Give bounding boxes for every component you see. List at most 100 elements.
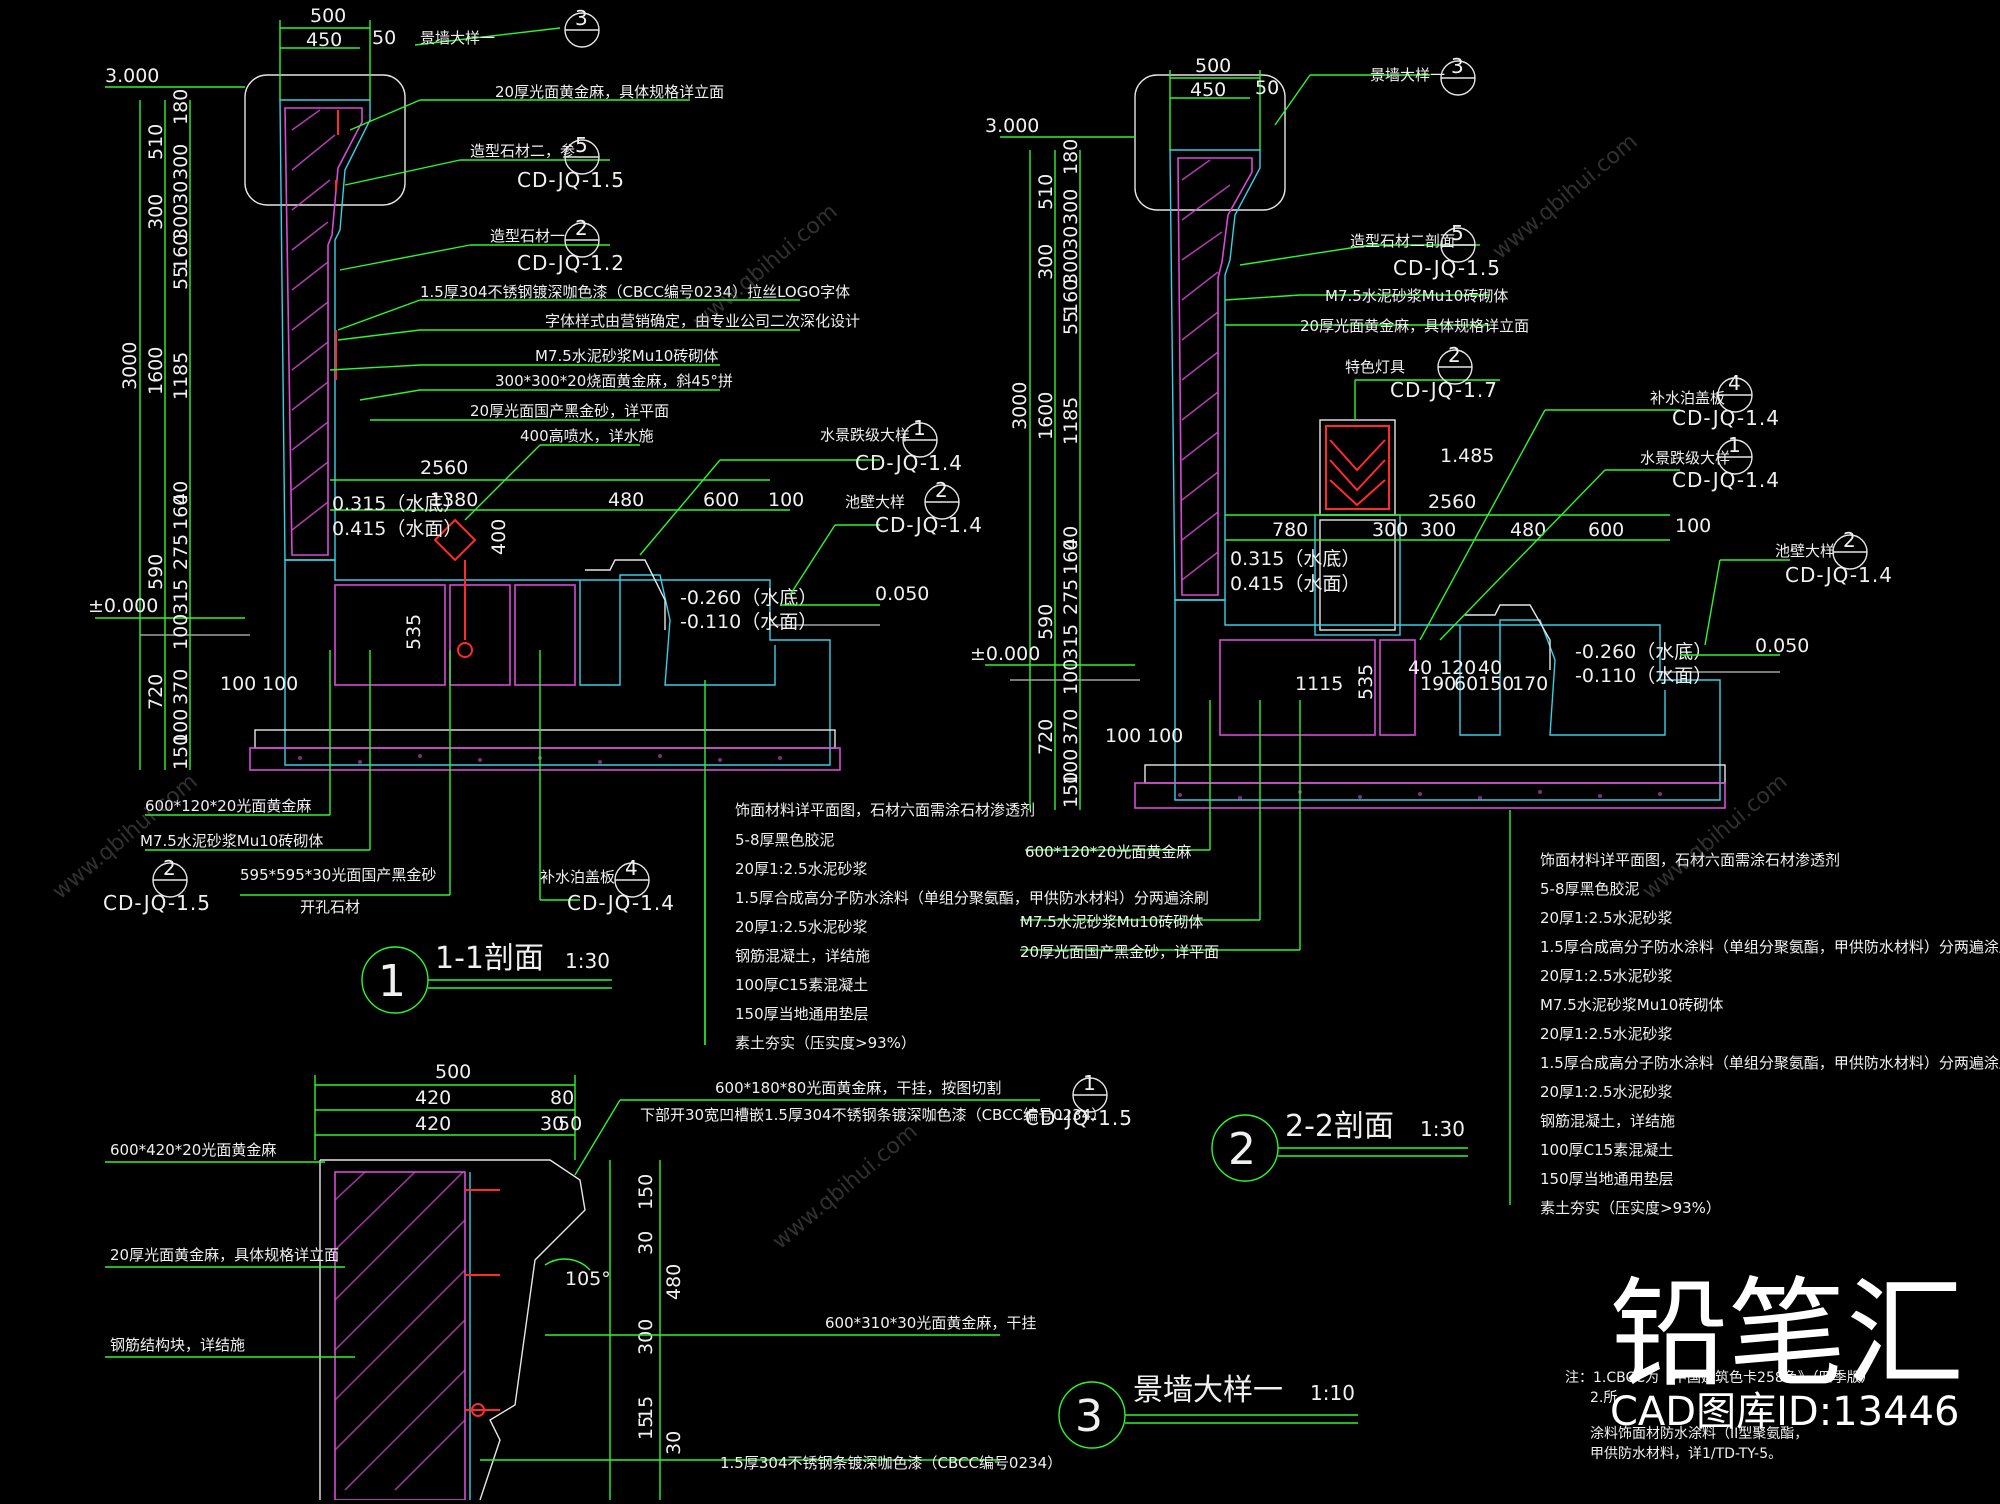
base-cushion-2 (1134, 782, 1726, 809)
dim-275-1: 275 (170, 534, 192, 570)
ref-2-2-num: 2 (1448, 343, 1462, 367)
label-2-4: 特色灯具 (1345, 358, 1405, 376)
label-1-15: 开孔石材 (300, 898, 360, 916)
pool-structure-2 (1174, 599, 1721, 801)
dim-510-1: 510 (145, 124, 167, 160)
d3-label-0: 600*420*20光面黄金麻 (110, 1141, 276, 1159)
dim-160b-2: 160 (1060, 539, 1082, 575)
ref-1-5-code: CD-JQ-1.5 (103, 891, 211, 915)
label-1-9: 水景跌级大样 (820, 426, 910, 444)
title-scale-1: 1:30 (565, 949, 610, 973)
pool-block-3 (514, 584, 576, 686)
notes: 注：1.CBCC为《中国建筑色卡258色》（四季版） 2.所 涂料饰面材防水涂料… (1565, 1369, 1875, 1462)
ref-2-1-num: 5 (1451, 221, 1465, 245)
ref-1-2-code: CD-JQ-1.2 (517, 251, 625, 275)
title-symbol-1: 1 (378, 956, 406, 1007)
ref-2-3-code: CD-JQ-1.4 (1672, 406, 1780, 430)
dim-100-p2: 100 (1675, 515, 1711, 537)
d3-dim-30b: 30 (663, 1431, 685, 1455)
dim-100b-2: 100 (1060, 749, 1082, 785)
elev-top-2: 3.000 (985, 115, 1039, 137)
ref-1-1-num: 5 (575, 133, 589, 157)
label-2-8: 600*120*20光面黄金麻 (1025, 843, 1191, 861)
ref-1-5-num: 2 (163, 856, 177, 880)
label-1-6: 300*300*20烧面黄金麻，斜45°拼 (495, 372, 733, 390)
base-concrete-2 (1144, 764, 1726, 784)
step-coping-2 (1465, 604, 1551, 670)
d3-label-3: 600*180*80光面黄金麻，干挂，按图切割 (715, 1079, 1001, 1097)
layer-2-9: 钢筋混凝土，详结施 (1540, 1112, 1675, 1130)
ref-bubbles-1: 3 5 CD-JQ-1.5 2 CD-JQ-1.2 1 CD-JQ-1.4 2 … (103, 6, 982, 915)
wall-brick-2 (1177, 157, 1253, 596)
title-symbol-3: 3 (1075, 1391, 1103, 1442)
dim-1600-1: 1600 (145, 347, 167, 395)
dim-100d-2: 100 (1147, 725, 1183, 747)
dim-150-1: 150 (170, 734, 192, 770)
pool2-surface-1: -0.110（水面） (680, 611, 817, 633)
dim-300b-2: 300 (1060, 249, 1082, 285)
dim-590-2: 590 (1035, 604, 1057, 640)
dim-3000-1: 3000 (119, 342, 141, 390)
step-pool-2 (1459, 619, 1666, 736)
d3-label-2: 钢筋结构块，详结施 (110, 1336, 245, 1354)
label-2-0: 景墙大样一 (1370, 66, 1445, 84)
layer-2-8: 20厚1:2.5水泥砂浆 (1540, 1083, 1673, 1101)
dim-160b-1: 160 (170, 494, 192, 530)
dim-275-2: 275 (1060, 579, 1082, 615)
dim-top-450-1: 450 (306, 29, 342, 51)
dim-315-1: 315 (170, 579, 192, 615)
revision-cloud-2 (1134, 74, 1286, 211)
d3-dim-420a: 420 (415, 1087, 451, 1109)
d3-dim-420b: 420 (415, 1113, 451, 1135)
label-1-14: 595*595*30光面国产黑金砂 (240, 866, 436, 884)
label-1-16: 补水泊盖板 (540, 868, 615, 886)
ref-1-6-code: CD-JQ-1.4 (567, 891, 675, 915)
fountain-nozzle (433, 518, 477, 658)
dim-55-2: 55 (1060, 311, 1082, 335)
d3-dim-30a: 30 (635, 1231, 657, 1255)
dim-40-1: 40 (170, 481, 192, 505)
title-text-2: 2-2剖面 (1285, 1109, 1394, 1144)
lamp-elev: 1.485 (1440, 445, 1494, 467)
dim-1185-2: 1185 (1060, 397, 1082, 445)
dim-2560-1: 2560 (420, 457, 468, 479)
ref-1-3-num: 1 (913, 416, 927, 440)
label-1-4: 字体样式由营销确定，由专业公司二次深化设计 (545, 312, 860, 330)
dim-1380-1: 1380 (430, 489, 478, 511)
brand-watermark: 铅笔汇 (1610, 1265, 1964, 1403)
dim-30-2: 30 (1060, 226, 1082, 250)
dim-100-1: 100 (170, 614, 192, 650)
d3-dim-500: 500 (435, 1061, 471, 1083)
title-2-2: 2 2-2剖面 1:30 (1211, 1109, 1468, 1182)
label-1-8: 400高喷水，详水施 (520, 427, 654, 445)
dim-60-2: 60 (1454, 673, 1478, 695)
dim-100c-1: 100 (220, 673, 256, 695)
layer-2-3: 1.5厚合成高分子防水涂料（单组分聚氨酯，甲供防水材料）分两遍涂刷 (1540, 938, 2000, 956)
layer-2-2: 20厚1:2.5水泥砂浆 (1540, 909, 1673, 927)
watermark-url-4: www.qbihui.com (768, 1119, 923, 1254)
dim-590-1: 590 (145, 554, 167, 590)
dim-30-1: 30 (170, 181, 192, 205)
title-text-3: 景墙大样一 (1133, 1373, 1283, 1408)
d3-dim-50: 50 (558, 1113, 582, 1135)
wall-brick (284, 107, 363, 556)
ref-1-0-num: 3 (575, 6, 589, 30)
dim-180-1: 180 (170, 89, 192, 125)
dim-top-50-1: 50 (372, 27, 396, 49)
label-1-1: 造型石材二，参 (470, 142, 575, 160)
pool2-surface-2: -0.110（水面） (1575, 665, 1712, 687)
d3-dim-150: 150 (635, 1174, 657, 1210)
dim-100b-1: 100 (170, 709, 192, 745)
dim-400-1: 400 (488, 519, 510, 555)
dim-55-1: 55 (170, 266, 192, 290)
d3-ref-num: 1 (1083, 1071, 1097, 1095)
label-1-13: M7.5水泥砂浆Mu10砖砌体 (140, 832, 323, 850)
base-cushion (249, 747, 841, 771)
layer-1-3: 1.5厚合成高分子防水涂料（单组分聚氨酯，甲供防水材料）分两遍涂刷 (735, 889, 1209, 907)
dim-370-2: 370 (1060, 709, 1082, 745)
layer-2-1: 5-8厚黑色胶泥 (1540, 880, 1640, 898)
ref-2-4-num: 1 (1728, 433, 1742, 457)
dim-600-2: 600 (1588, 519, 1624, 541)
note-3: 甲供防水材料，详1/TD-TY-5。 (1590, 1446, 1782, 1462)
